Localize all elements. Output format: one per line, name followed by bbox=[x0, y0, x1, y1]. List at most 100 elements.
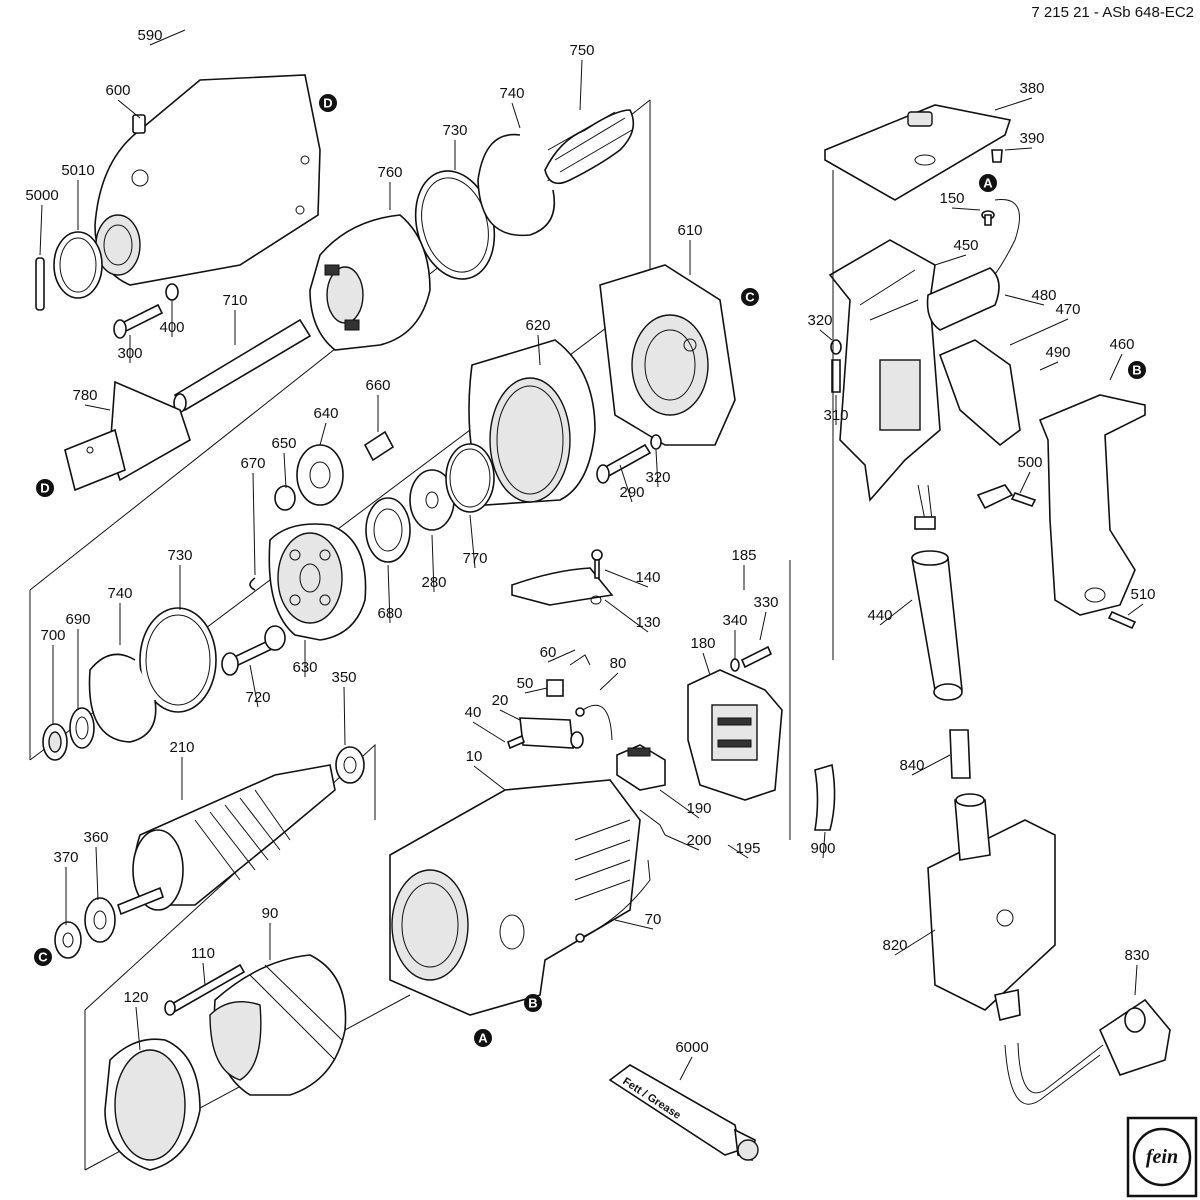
leader-line-590 bbox=[149, 29, 186, 46]
svg-text:A: A bbox=[478, 1031, 488, 1046]
part-number-label-820: 820 bbox=[882, 937, 907, 954]
leader-line-380 bbox=[994, 97, 1033, 111]
screw-290 bbox=[596, 443, 652, 484]
part-number-label-330: 330 bbox=[753, 594, 778, 611]
svg-text:A: A bbox=[983, 176, 993, 191]
screw-300 bbox=[113, 303, 164, 339]
part-number-label-40: 40 bbox=[465, 704, 482, 721]
leader-line-360 bbox=[95, 846, 99, 901]
leader-line-640 bbox=[319, 422, 327, 446]
part-labels: 5906005010500030040071078075074073076061… bbox=[25, 27, 1156, 1081]
wire-70 bbox=[575, 859, 651, 943]
end-cover-180 bbox=[687, 669, 783, 801]
part-number-label-600: 600 bbox=[105, 82, 130, 99]
svg-text:B: B bbox=[1132, 363, 1141, 378]
part-number-label-730: 730 bbox=[167, 547, 192, 564]
part-number-label-6000: 6000 bbox=[675, 1039, 708, 1056]
part-number-label-690: 690 bbox=[65, 611, 90, 628]
circlip-740-lower bbox=[88, 653, 157, 743]
leader-line-6000 bbox=[679, 1056, 693, 1081]
leader-line-195 bbox=[727, 844, 749, 859]
part-number-label-720: 720 bbox=[245, 689, 270, 706]
needle-bearing-650 bbox=[274, 485, 296, 511]
spring-60 bbox=[569, 654, 591, 666]
part-number-label-50: 50 bbox=[517, 675, 534, 692]
leader-line-460 bbox=[1109, 353, 1123, 381]
part-number-label-90: 90 bbox=[262, 905, 279, 922]
bearing-350 bbox=[335, 746, 365, 784]
marker-c-2: C bbox=[34, 948, 52, 966]
gear-640 bbox=[296, 444, 344, 506]
leader-line-180 bbox=[702, 652, 711, 676]
marker-b-1: B bbox=[1128, 361, 1146, 379]
part-number-label-380: 380 bbox=[1019, 80, 1044, 97]
leader-line-900 bbox=[822, 831, 826, 859]
spindle-780 bbox=[64, 380, 191, 492]
assembly-frame-right bbox=[789, 170, 834, 840]
washer-370 bbox=[54, 921, 82, 959]
svg-text:D: D bbox=[40, 481, 49, 496]
leader-line-770 bbox=[469, 514, 476, 569]
leader-line-130 bbox=[604, 599, 649, 633]
leader-line-80 bbox=[599, 672, 619, 691]
part-number-label-740: 740 bbox=[107, 585, 132, 602]
part-number-label-780: 780 bbox=[72, 387, 97, 404]
leader-line-5000 bbox=[39, 204, 43, 256]
part-number-label-470: 470 bbox=[1055, 301, 1080, 318]
leader-line-670 bbox=[252, 472, 256, 576]
part-number-label-460: 460 bbox=[1109, 336, 1134, 353]
o-ring-770 bbox=[445, 443, 495, 513]
leader-line-120 bbox=[135, 1006, 141, 1051]
part-number-label-190: 190 bbox=[686, 800, 711, 817]
part-number-label-210: 210 bbox=[169, 739, 194, 756]
screw-150 bbox=[981, 210, 995, 226]
part-number-label-490: 490 bbox=[1045, 344, 1070, 361]
screw-500 bbox=[1010, 492, 1037, 507]
needle-bearing-690 bbox=[69, 707, 95, 749]
part-number-label-290: 290 bbox=[619, 484, 644, 501]
cover-130 bbox=[511, 567, 614, 606]
part-number-label-340: 340 bbox=[722, 612, 747, 629]
marker-c-1: C bbox=[741, 288, 759, 306]
part-number-label-360: 360 bbox=[83, 829, 108, 846]
gear-housing-590 bbox=[94, 74, 321, 286]
leader-line-330 bbox=[759, 611, 767, 641]
screw-140 bbox=[591, 549, 603, 579]
strain-relief-490 bbox=[976, 484, 1014, 510]
part-number-label-130: 130 bbox=[635, 614, 660, 631]
part-number-label-80: 80 bbox=[610, 655, 627, 672]
part-number-label-750: 750 bbox=[569, 42, 594, 59]
screw-600 bbox=[132, 114, 146, 134]
planet-carrier-630 bbox=[268, 523, 367, 641]
leader-line-500 bbox=[1019, 471, 1031, 494]
washer-340 bbox=[730, 658, 740, 672]
leader-line-490 bbox=[1039, 361, 1059, 371]
part-number-label-200: 200 bbox=[686, 832, 711, 849]
power-cable-830 bbox=[1004, 998, 1171, 1105]
part-number-label-390: 390 bbox=[1019, 130, 1044, 147]
part-number-label-710: 710 bbox=[222, 292, 247, 309]
leader-line-20 bbox=[499, 709, 521, 721]
grease-tube-6000 bbox=[608, 1064, 759, 1162]
leader-line-200 bbox=[664, 834, 700, 851]
marker-d-1: D bbox=[319, 94, 337, 112]
svg-text:C: C bbox=[38, 950, 48, 965]
leader-line-680 bbox=[387, 564, 391, 624]
part-number-label-370: 370 bbox=[53, 849, 78, 866]
leader-line-510 bbox=[1127, 603, 1144, 616]
svg-text:C: C bbox=[745, 290, 755, 305]
part-number-label-660: 660 bbox=[365, 377, 390, 394]
pin-660 bbox=[363, 430, 395, 462]
field-coil-90 bbox=[209, 954, 347, 1096]
leader-line-320 bbox=[819, 329, 833, 341]
leader-line-290 bbox=[619, 464, 633, 503]
part-number-label-195: 195 bbox=[735, 840, 760, 857]
screw-510 bbox=[1107, 610, 1137, 630]
part-number-label-180: 180 bbox=[690, 635, 715, 652]
part-number-label-60: 60 bbox=[540, 644, 557, 661]
cover-plate-380 bbox=[824, 104, 1012, 201]
leader-line-720 bbox=[249, 664, 259, 708]
leader-line-440 bbox=[879, 599, 913, 626]
o-ring-5010 bbox=[53, 231, 103, 299]
